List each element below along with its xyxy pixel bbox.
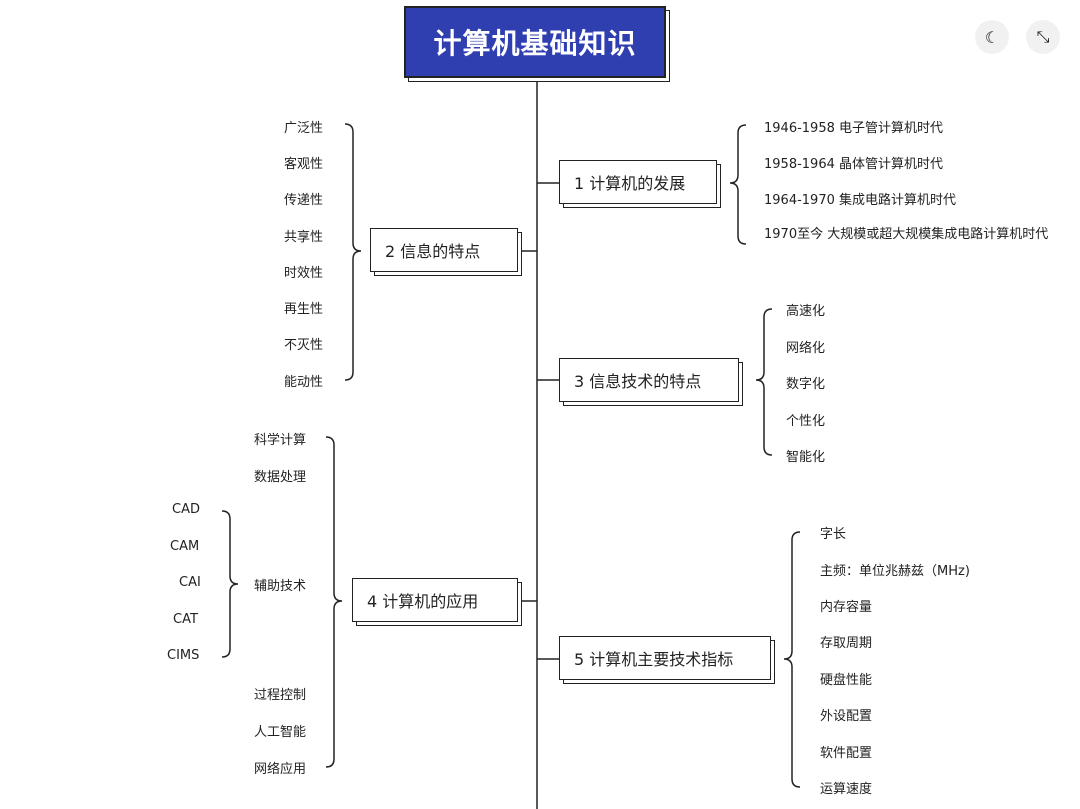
sub-item: CAI: [179, 575, 201, 590]
list-item: 辅助技术: [254, 579, 307, 594]
list-item: 硬盘性能: [820, 673, 873, 688]
branch-label-3: 3 信息技术的特点: [559, 358, 739, 402]
sub-item: CAD: [172, 502, 200, 517]
list-item: 个性化: [786, 414, 826, 429]
list-item: 软件配置: [820, 746, 873, 761]
drag-handle[interactable]: [528, 2, 550, 17]
list-item: 能动性: [284, 375, 324, 390]
list-item: 智能化: [786, 450, 826, 465]
list-item: 1964-1970 集成电路计算机时代: [764, 193, 956, 208]
branch-node-5[interactable]: 5 计算机主要技术指标: [559, 636, 775, 684]
sub-item: CAM: [170, 539, 200, 554]
dark-mode-button[interactable]: ☾: [975, 20, 1009, 54]
list-item: 数字化: [786, 377, 826, 392]
list-item: 客观性: [284, 157, 324, 172]
branch-label-1: 1 计算机的发展: [559, 160, 717, 204]
moon-icon: ☾: [984, 27, 1000, 47]
branch-label-2: 2 信息的特点: [370, 228, 518, 272]
list-item: 1958-1964 晶体管计算机时代: [764, 157, 943, 172]
branch-node-2[interactable]: 2 信息的特点: [370, 228, 522, 276]
list-item: 高速化: [786, 304, 826, 319]
branch-label-5: 5 计算机主要技术指标: [559, 636, 771, 680]
branch-node-1[interactable]: 1 计算机的发展: [559, 160, 721, 208]
list-item: 主频：单位兆赫兹（MHz): [820, 564, 970, 579]
root-node[interactable]: 计算机基础知识: [404, 6, 670, 82]
list-item: 共享性: [284, 230, 324, 245]
list-item: 传递性: [284, 193, 324, 208]
branch-node-3[interactable]: 3 信息技术的特点: [559, 358, 743, 406]
list-item: 存取周期: [820, 636, 873, 651]
collapse-button[interactable]: ⤡: [1026, 20, 1060, 54]
list-item: 外设配置: [820, 709, 873, 724]
list-item: 数据处理: [254, 470, 307, 485]
sub-item: CAT: [173, 612, 198, 627]
branch-label-4: 4 计算机的应用: [352, 578, 518, 622]
list-item: 运算速度: [820, 782, 873, 797]
sub-item: CIMS: [167, 648, 200, 663]
list-item: 网络化: [786, 341, 826, 356]
list-item: 1946-1958 电子管计算机时代: [764, 121, 943, 136]
root-title: 计算机基础知识: [404, 6, 666, 78]
list-item: 过程控制: [254, 688, 307, 703]
branch-node-4[interactable]: 4 计算机的应用: [352, 578, 522, 626]
list-item: 广泛性: [284, 121, 324, 136]
list-item: 再生性: [284, 302, 324, 317]
list-item: 科学计算: [254, 433, 307, 448]
list-item: 1970至今 大规模或超大规模集成电路计算机时代: [764, 227, 1049, 242]
list-item: 网络应用: [254, 762, 307, 777]
collapse-icon: ⤡: [1036, 27, 1050, 46]
list-item: 人工智能: [254, 725, 307, 740]
list-item: 时效性: [284, 266, 324, 281]
list-item: 不灭性: [284, 338, 324, 353]
list-item: 内存容量: [820, 600, 873, 615]
list-item: 字长: [820, 527, 847, 542]
